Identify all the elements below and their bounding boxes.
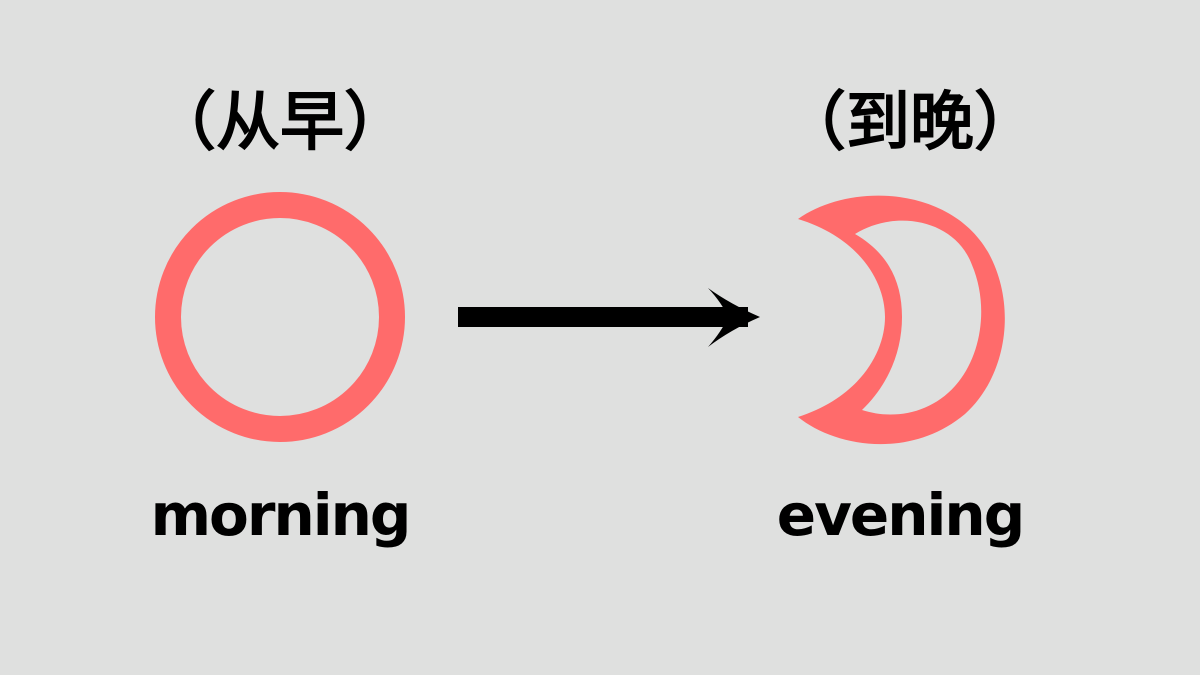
evening-label: evening [776, 481, 1025, 549]
morning-chinese-label: （从早） [152, 86, 408, 160]
evening-chinese-label: （到晚） [782, 86, 1038, 160]
morning-label: morning [150, 481, 412, 549]
